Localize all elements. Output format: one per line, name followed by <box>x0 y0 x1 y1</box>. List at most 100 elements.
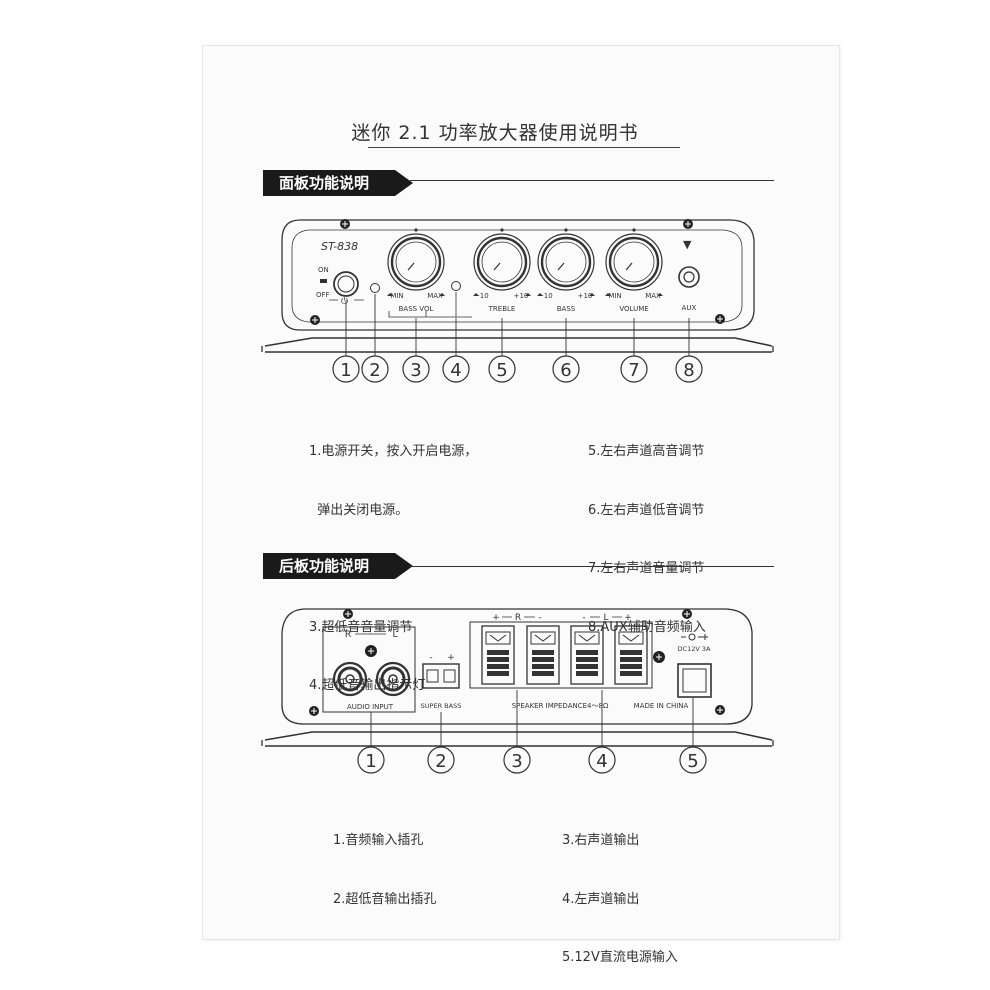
made-in-label: MADE IN CHINA <box>634 702 689 710</box>
svg-text:4: 4 <box>450 360 461 381</box>
power-symbol-icon: ⏻ <box>341 296 348 307</box>
bass-vol-name-label: BASS VOL <box>399 305 434 313</box>
bass-minus-label: - <box>429 653 432 663</box>
rear-notes-right: 3.右声道输出 4.左声道输出 5.12V直流电源输入 <box>562 792 678 987</box>
power-switch[interactable] <box>333 271 359 297</box>
screw-icon <box>682 609 692 619</box>
treble-name-label: TREBLE <box>488 305 516 313</box>
audio-input-l-jack[interactable] <box>375 661 411 697</box>
rear-section-rule <box>410 566 774 567</box>
rear-callout-4: 4 <box>588 746 616 774</box>
bass-output-led <box>451 281 461 291</box>
svg-text:3: 3 <box>511 751 522 772</box>
switch-off-label: OFF <box>316 291 330 299</box>
audio-r-label: R <box>345 630 351 640</box>
svg-text:4: 4 <box>596 751 607 772</box>
bass-name-label: BASS <box>557 305 576 313</box>
dc-rating-label: DC12V 3A <box>678 645 711 653</box>
front-callout-1: 1 <box>332 355 360 383</box>
front-callout-8: 8 <box>675 355 703 383</box>
switch-on-label: ON <box>318 266 329 274</box>
svg-text:1: 1 <box>340 360 351 381</box>
note-item: 1.音频输入插孔 <box>333 833 424 848</box>
power-indicator-led <box>370 283 380 293</box>
svg-text:3: 3 <box>410 360 421 381</box>
svg-text:1: 1 <box>365 751 376 772</box>
note-item: 1.电源开关，按入开启电源， <box>309 444 478 459</box>
speaker-terminal[interactable] <box>570 625 604 685</box>
screw-icon <box>310 315 320 325</box>
bass-min-label: -10 <box>541 292 552 300</box>
note-item: 7.左右声道音量调节 <box>588 561 705 576</box>
dc-power-jack[interactable] <box>677 663 712 698</box>
front-callout-3: 3 <box>402 355 430 383</box>
treble-knob[interactable] <box>473 228 531 296</box>
rear-callout-3: 3 <box>503 746 531 774</box>
bass-knob[interactable] <box>537 228 595 296</box>
document-title: 迷你 2.1 功率放大器使用说明书 <box>351 122 639 144</box>
front-callout-5: 5 <box>488 355 516 383</box>
note-item: 5.12V直流电源输入 <box>562 950 678 965</box>
speaker-polarity-label: R <box>515 613 521 623</box>
speaker-terminal[interactable] <box>614 625 648 685</box>
bass-plus-label: + <box>447 653 455 663</box>
front-callout-2: 2 <box>361 355 389 383</box>
note-item: 4.左声道输出 <box>562 891 640 907</box>
title-underline <box>368 147 680 148</box>
svg-text:6: 6 <box>560 360 571 381</box>
speaker-polarity-label: L <box>603 613 608 623</box>
aux-label: AUX <box>682 304 697 312</box>
svg-text:7: 7 <box>628 360 639 381</box>
rear-notes-left: 1.音频输入插孔 2.超低音输出插孔 <box>333 792 436 929</box>
screw-icon <box>715 705 725 715</box>
audio-input-r-jack[interactable] <box>332 661 368 697</box>
treble-max-label: +10 <box>514 292 529 300</box>
speaker-terminal[interactable] <box>481 625 515 685</box>
super-bass-label: SUPER BASS <box>421 702 462 710</box>
super-bass-output-terminal[interactable] <box>422 663 460 689</box>
speaker-polarity-label: - <box>582 613 585 623</box>
svg-text:5: 5 <box>687 751 698 772</box>
audio-l-label: L <box>392 630 397 640</box>
model-label: ST-838 <box>321 240 358 253</box>
screw-icon <box>309 706 319 716</box>
note-item: 2.超低音输出插孔 <box>333 891 437 907</box>
svg-text:2: 2 <box>369 360 380 381</box>
volume-max-label: MAX <box>645 292 661 300</box>
front-callout-6: 6 <box>552 355 580 383</box>
speaker-polarity-label: + <box>492 613 500 623</box>
aux-input-jack[interactable] <box>678 266 700 288</box>
note-item: 6.左右声道低音调节 <box>588 502 705 518</box>
switch-indicator-icon <box>320 279 327 283</box>
svg-text:5: 5 <box>496 360 507 381</box>
treble-min-label: -10 <box>477 292 488 300</box>
audio-input-label: AUDIO INPUT <box>347 703 394 711</box>
aux-arrow-icon: ▼ <box>683 238 692 251</box>
screw-icon <box>340 219 350 229</box>
front-section-rule <box>410 180 774 181</box>
bass-vol-knob[interactable] <box>387 228 445 296</box>
front-callout-4: 4 <box>442 355 470 383</box>
speaker-terminal[interactable] <box>526 625 560 685</box>
svg-text:8: 8 <box>683 360 694 381</box>
volume-min-label: MIN <box>608 292 621 300</box>
screw-icon <box>343 609 353 619</box>
rear-panel-section-label: 后板功能说明 <box>263 553 413 579</box>
rear-callout-2: 2 <box>427 746 455 774</box>
note-item: 弹出关闭电源。 <box>309 502 409 518</box>
bass-max-label: +10 <box>578 292 593 300</box>
volume-knob[interactable] <box>605 228 663 296</box>
front-callout-7: 7 <box>620 355 648 383</box>
screw-icon <box>365 645 377 657</box>
bass-vol-min-label: MIN <box>390 292 403 300</box>
front-notes-right: 5.左右声道高音调节 6.左右声道低音调节 7.左右声道音量调节 8.AUX辅助… <box>588 403 706 657</box>
screw-icon <box>653 651 665 663</box>
rear-callout-1: 1 <box>357 746 385 774</box>
dc-polarity-icon <box>681 633 708 641</box>
front-panel-section-label: 面板功能说明 <box>263 170 413 196</box>
note-item: 3.右声道输出 <box>562 833 640 848</box>
speaker-impedance-label: SPEAKER IMPEDANCE4～8Ω <box>512 702 609 710</box>
rear-callout-5: 5 <box>679 746 707 774</box>
